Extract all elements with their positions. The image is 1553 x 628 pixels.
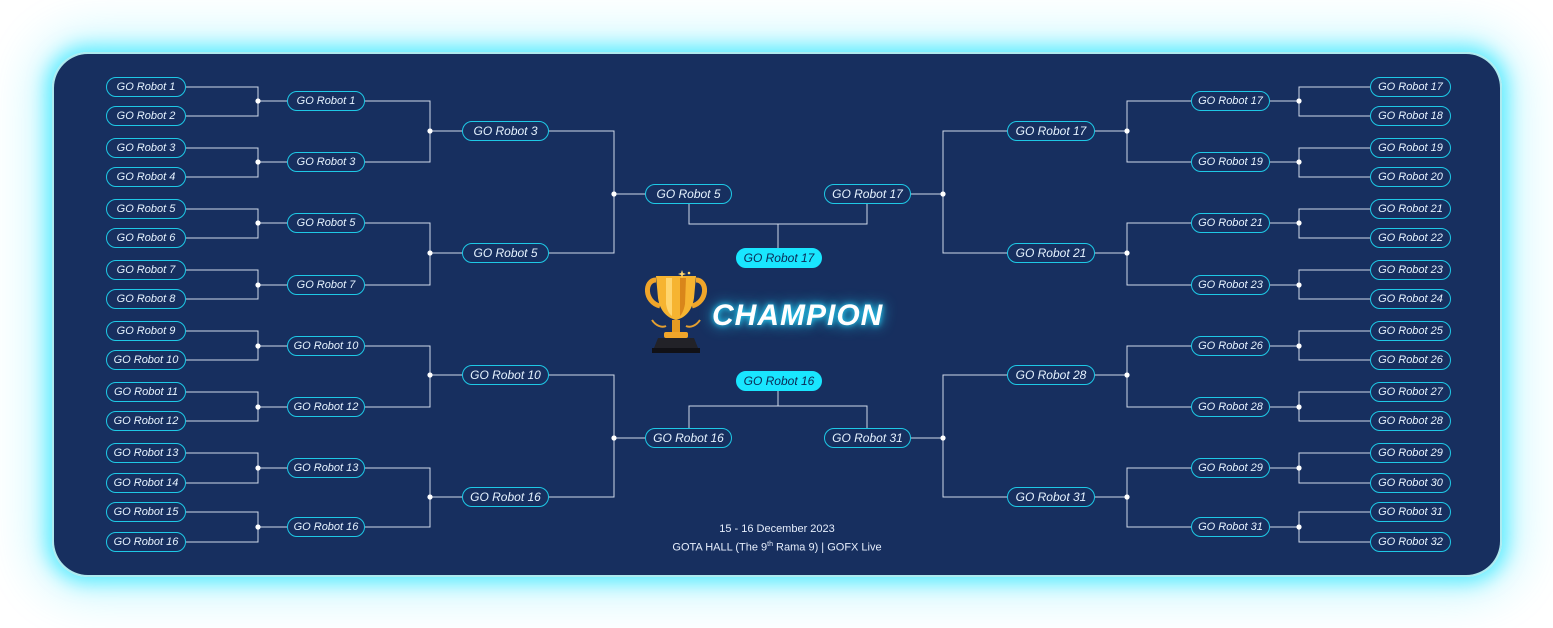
left-r1-team[interactable]: GO Robot 14 (106, 473, 186, 493)
right-r2-team[interactable]: GO Robot 29 (1191, 458, 1270, 478)
left-r2-team[interactable]: GO Robot 7 (287, 275, 365, 295)
right-r1-team[interactable]: GO Robot 21 (1370, 199, 1451, 219)
right-r1-team[interactable]: GO Robot 17 (1370, 77, 1451, 97)
champion-label: CHAMPION (712, 299, 884, 332)
right-r4-team[interactable]: GO Robot 17 (824, 184, 911, 204)
final-bottom-team[interactable]: GO Robot 16 (736, 371, 822, 391)
right-r2-team[interactable]: GO Robot 31 (1191, 517, 1270, 537)
left-r4-team[interactable]: GO Robot 5 (645, 184, 732, 204)
left-r1-team[interactable]: GO Robot 11 (106, 382, 186, 402)
right-r2-team[interactable]: GO Robot 17 (1191, 91, 1270, 111)
right-r3-team[interactable]: GO Robot 17 (1007, 121, 1095, 141)
right-r2-team[interactable]: GO Robot 28 (1191, 397, 1270, 417)
right-r1-team[interactable]: GO Robot 32 (1370, 532, 1451, 552)
right-r1-team[interactable]: GO Robot 25 (1370, 321, 1451, 341)
left-r3-team[interactable]: GO Robot 3 (462, 121, 549, 141)
left-r2-team[interactable]: GO Robot 5 (287, 213, 365, 233)
right-r1-team[interactable]: GO Robot 24 (1370, 289, 1451, 309)
right-r1-team[interactable]: GO Robot 29 (1370, 443, 1451, 463)
left-r2-team[interactable]: GO Robot 1 (287, 91, 365, 111)
right-r1-team[interactable]: GO Robot 22 (1370, 228, 1451, 248)
right-r1-team[interactable]: GO Robot 28 (1370, 411, 1451, 431)
left-r1-team[interactable]: GO Robot 6 (106, 228, 186, 248)
left-r2-team[interactable]: GO Robot 3 (287, 152, 365, 172)
left-r2-team[interactable]: GO Robot 12 (287, 397, 365, 417)
left-r1-team[interactable]: GO Robot 16 (106, 532, 186, 552)
left-r1-team[interactable]: GO Robot 2 (106, 106, 186, 126)
right-r3-team[interactable]: GO Robot 31 (1007, 487, 1095, 507)
left-r3-team[interactable]: GO Robot 10 (462, 365, 549, 385)
right-r2-team[interactable]: GO Robot 21 (1191, 213, 1270, 233)
right-r4-team[interactable]: GO Robot 31 (824, 428, 911, 448)
right-r1-team[interactable]: GO Robot 20 (1370, 167, 1451, 187)
left-r3-team[interactable]: GO Robot 5 (462, 243, 549, 263)
right-r1-team[interactable]: GO Robot 18 (1370, 106, 1451, 126)
left-r1-team[interactable]: GO Robot 13 (106, 443, 186, 463)
left-r4-team[interactable]: GO Robot 16 (645, 428, 732, 448)
right-r1-team[interactable]: GO Robot 31 (1370, 502, 1451, 522)
left-r2-team[interactable]: GO Robot 10 (287, 336, 365, 356)
left-r1-team[interactable]: GO Robot 9 (106, 321, 186, 341)
venue-prefix: GOTA HALL (The 9 (672, 541, 768, 554)
event-venue: GOTA HALL (The 9th Rama 9) | GOFX Live (640, 541, 914, 554)
right-r1-team[interactable]: GO Robot 26 (1370, 350, 1451, 370)
event-date: 15 - 16 December 2023 (719, 523, 835, 535)
left-r1-team[interactable]: GO Robot 3 (106, 138, 186, 158)
right-r1-team[interactable]: GO Robot 19 (1370, 138, 1451, 158)
trophy-icon (645, 270, 707, 353)
left-r1-team[interactable]: GO Robot 1 (106, 77, 186, 97)
left-r1-team[interactable]: GO Robot 10 (106, 350, 186, 370)
right-r1-team[interactable]: GO Robot 23 (1370, 260, 1451, 280)
left-r1-team[interactable]: GO Robot 7 (106, 260, 186, 280)
right-r2-team[interactable]: GO Robot 26 (1191, 336, 1270, 356)
venue-suffix: Rama 9) | GOFX Live (773, 541, 882, 554)
left-r1-team[interactable]: GO Robot 4 (106, 167, 186, 187)
left-r1-team[interactable]: GO Robot 8 (106, 289, 186, 309)
right-r2-team[interactable]: GO Robot 19 (1191, 152, 1270, 172)
final-top-team[interactable]: GO Robot 17 (736, 248, 822, 268)
right-r3-team[interactable]: GO Robot 21 (1007, 243, 1095, 263)
left-r2-team[interactable]: GO Robot 16 (287, 517, 365, 537)
right-r3-team[interactable]: GO Robot 28 (1007, 365, 1095, 385)
right-r1-team[interactable]: GO Robot 27 (1370, 382, 1451, 402)
venue-sup: th (767, 541, 773, 548)
right-r1-team[interactable]: GO Robot 30 (1370, 473, 1451, 493)
right-r2-team[interactable]: GO Robot 23 (1191, 275, 1270, 295)
bracket-board (52, 52, 1502, 577)
left-r2-team[interactable]: GO Robot 13 (287, 458, 365, 478)
left-r1-team[interactable]: GO Robot 15 (106, 502, 186, 522)
left-r1-team[interactable]: GO Robot 5 (106, 199, 186, 219)
left-r1-team[interactable]: GO Robot 12 (106, 411, 186, 431)
left-r3-team[interactable]: GO Robot 16 (462, 487, 549, 507)
